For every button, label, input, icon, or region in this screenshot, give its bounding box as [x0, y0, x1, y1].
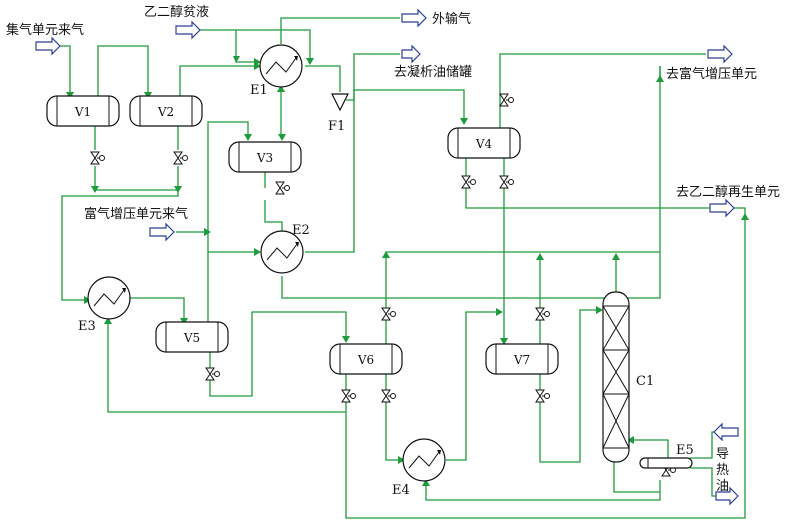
e2-label: E2 — [292, 223, 310, 238]
label-condensate-tank: 去凝析油储罐 — [394, 64, 472, 80]
pump-f1: F1 — [328, 93, 349, 134]
stream-arrows — [35, 8, 739, 506]
exchanger-e2: E2 — [260, 223, 310, 274]
column-c1: C1 — [602, 291, 654, 463]
e1-label: E1 — [250, 83, 268, 98]
condensate-arrow — [401, 44, 421, 64]
label-heat-oil-1: 导 — [716, 447, 729, 462]
v6-label: V6 — [357, 353, 374, 367]
valve-v3 — [275, 181, 290, 195]
valve-v6-left — [341, 389, 356, 403]
rich-gas-out-arrow — [707, 44, 733, 64]
exchanger-e3: E3 — [78, 276, 131, 334]
vessel-v4: V4 — [447, 127, 521, 159]
heat-oil-in-arrow — [713, 422, 739, 442]
v2-label: V2 — [157, 105, 174, 119]
e4-label: E4 — [392, 483, 410, 498]
pipe-network — [58, 17, 746, 519]
valve-v7-top — [535, 307, 550, 321]
v3-label: V3 — [256, 151, 273, 165]
label-glycol-lean: 乙二醇贫液 — [144, 4, 209, 20]
rich-gas-in-arrow — [149, 222, 175, 242]
vessel-v1: V1 — [46, 95, 120, 127]
glycol-regen-arrow — [709, 198, 735, 218]
label-heat-oil-2: 热 — [716, 463, 729, 478]
valve-v2 — [173, 151, 188, 165]
glycol-lean-arrow — [175, 20, 201, 40]
label-export-gas: 外输气 — [432, 11, 471, 27]
valve-v1 — [90, 151, 105, 165]
label-rich-gas-in: 富气增压单元来气 — [84, 206, 188, 222]
valve-v6-right — [381, 389, 396, 403]
vessel-v3: V3 — [228, 141, 302, 173]
heat-oil-out-arrow — [715, 486, 739, 506]
feed-gather-arrow — [35, 36, 61, 56]
vessel-v5: V5 — [155, 321, 229, 353]
f1-label: F1 — [328, 119, 345, 134]
v4-label: V4 — [475, 137, 493, 151]
v1-label: V1 — [74, 105, 91, 119]
v7-label: V7 — [513, 353, 530, 367]
e5-label: E5 — [676, 443, 694, 458]
label-gathering-gas: 集气单元来气 — [6, 22, 84, 38]
exchanger-e1: E1 — [250, 44, 303, 98]
label-heat-oil-3: 油 — [716, 479, 729, 494]
e3-label: E3 — [78, 319, 96, 334]
vessel-v2: V2 — [129, 95, 203, 127]
v5-label: V5 — [183, 331, 200, 345]
valve-v6-top — [381, 307, 396, 321]
vessel-v6: V6 — [329, 343, 403, 375]
exchanger-e4: E4 — [392, 438, 446, 498]
valve-v4-right — [499, 175, 514, 189]
valve-v4-left — [461, 175, 476, 189]
valve-v5 — [205, 367, 220, 381]
reboiler-e5: E5 — [639, 443, 694, 469]
stream-labels: 集气单元来气 乙二醇贫液 外输气 去凝析油储罐 去富气增压单元 富气增压单元来气… — [6, 4, 780, 494]
vessel-v7: V7 — [485, 343, 559, 375]
valve-v7-bottom — [535, 389, 550, 403]
valves — [90, 93, 676, 477]
export-gas-arrow — [401, 8, 427, 28]
c1-label: C1 — [636, 374, 654, 389]
valve-v4-top — [499, 93, 514, 107]
label-rich-gas-out: 去富气增压单元 — [666, 66, 757, 82]
flow-arrows — [66, 56, 749, 486]
label-glycol-regen: 去乙二醇再生单元 — [676, 184, 780, 200]
